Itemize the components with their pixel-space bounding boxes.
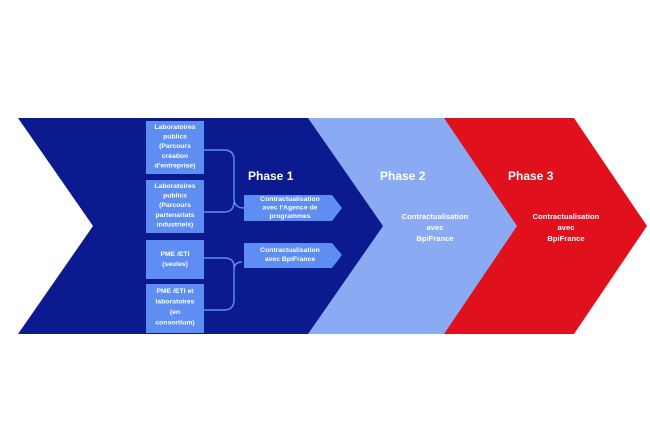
candidate-text-1: Laboratoires publics (Parcours création d'en… xyxy=(154,124,195,169)
candidate-box-1 xyxy=(146,121,204,174)
text-line: d'entreprise) xyxy=(155,162,196,169)
text-line: PME /ETI et xyxy=(156,288,194,295)
candidate-text-2: Laboratoires publics (Parcours partenariats… xyxy=(154,183,195,228)
candidate-box-4 xyxy=(146,284,204,333)
text-line: Laboratoires xyxy=(154,124,195,131)
text-line: (en xyxy=(170,309,180,316)
text-line: laboratoires xyxy=(156,299,195,306)
text-line: (seules) xyxy=(162,261,188,268)
candidate-boxes xyxy=(146,121,204,333)
text-line: BpiFrance xyxy=(416,234,453,243)
candidate-box-3 xyxy=(146,240,204,279)
text-line: BpiFrance xyxy=(547,234,584,243)
text-line: consortium) xyxy=(155,320,194,327)
text-line: avec xyxy=(558,223,575,232)
candidate-text-3: PME /ETI (seules) xyxy=(160,251,189,268)
candidate-box-2 xyxy=(146,180,204,233)
contract-arrow-1 xyxy=(244,195,342,221)
text-line: partenariats xyxy=(156,212,195,219)
connector-bottom-pair xyxy=(204,257,243,311)
connector-top-pair xyxy=(204,149,245,213)
text-line: Contractualisation xyxy=(402,212,469,221)
connectors xyxy=(204,149,245,311)
text-line: avec l'Agence de xyxy=(263,205,318,212)
text-line: programmes xyxy=(269,213,310,220)
text-line: avec BpiFrance xyxy=(265,256,315,263)
candidate-text-4: PME /ETI et laboratoires (en consortium) xyxy=(155,288,194,327)
text-line: (Parcours xyxy=(159,202,191,209)
text-line: avec xyxy=(427,223,444,232)
text-line: Contractualisation xyxy=(533,212,600,221)
text-line: Laboratoires xyxy=(154,183,195,190)
text-line: publics xyxy=(163,193,187,200)
contract-arrows xyxy=(244,195,342,268)
text-line: (Parcours xyxy=(159,143,191,150)
text-line: Contractualisation xyxy=(260,196,320,203)
contract-text-2: Contractualisation avec BpiFrance xyxy=(260,247,320,263)
contract-arrow-2 xyxy=(244,243,342,268)
text-line: création xyxy=(162,153,188,160)
text-line: industriels) xyxy=(157,221,194,228)
text-line: PME /ETI xyxy=(160,251,189,258)
text-line: Contractualisation xyxy=(260,247,320,254)
phase3-title: Phase 3 xyxy=(508,169,554,183)
phase2-title: Phase 2 xyxy=(380,169,426,183)
text-line: publics xyxy=(163,134,187,141)
phase1-title: Phase 1 xyxy=(248,169,294,183)
